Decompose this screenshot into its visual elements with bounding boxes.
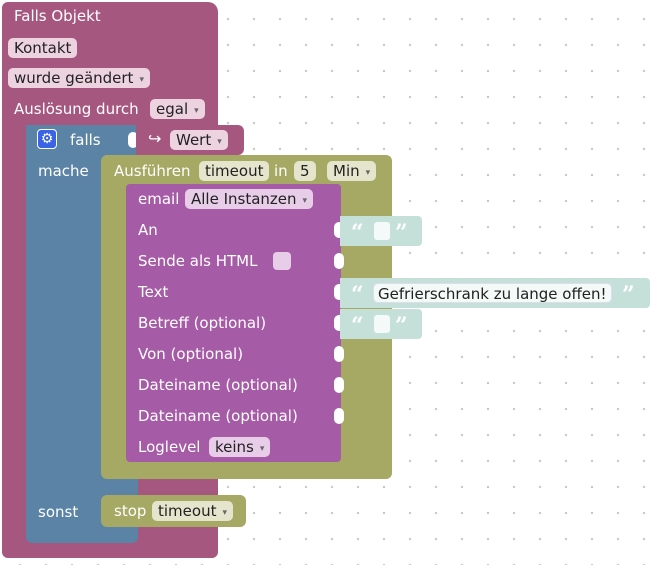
email-subject-notch	[334, 315, 344, 331]
chevron-down-icon: ▾	[365, 168, 371, 178]
email-html-label: Sende als HTML	[138, 252, 258, 270]
timeout-name-field[interactable]: timeout	[199, 161, 270, 181]
timeout-unit-value: Min	[333, 162, 360, 180]
arrow-icon: ↪	[148, 129, 162, 148]
email-text-label: Text	[138, 283, 169, 301]
email-from-label: Von (optional)	[138, 345, 244, 363]
if-block-input-notch	[128, 132, 138, 148]
do-label: mache	[38, 162, 89, 180]
stop-timeout-dropdown[interactable]: timeout ▾	[152, 501, 233, 521]
timeout-in-label: in	[274, 162, 288, 180]
email-to-notch	[334, 222, 344, 238]
email-to-label: An	[138, 221, 158, 239]
email-label: email	[138, 190, 180, 208]
condition-value: wurde geändert	[14, 69, 134, 87]
email-loglevel-dropdown[interactable]: keins ▾	[209, 437, 271, 457]
email-block[interactable]	[126, 184, 341, 462]
email-file1-notch	[334, 377, 344, 393]
quote-close-icon: ”	[395, 313, 408, 339]
trigger-by-label: Auslösung durch	[14, 100, 139, 118]
chevron-down-icon: ▾	[222, 508, 227, 518]
quote-close-icon: ”	[622, 282, 635, 308]
email-loglevel-label: Loglevel	[138, 438, 201, 456]
to-text-field[interactable]	[374, 222, 390, 240]
chevron-down-icon: ▾	[302, 196, 308, 206]
email-loglevel-value: keins	[215, 438, 254, 456]
email-file2-label: Dateiname (optional)	[138, 407, 298, 425]
email-subject-label: Betreff (optional)	[138, 314, 267, 332]
email-from-notch	[334, 346, 344, 362]
trigger-title: Falls Objekt	[14, 7, 101, 25]
timeout-amount-field[interactable]: 5	[294, 161, 316, 181]
timeout-label: Ausführen	[114, 162, 191, 180]
email-html-checkbox[interactable]	[273, 252, 291, 270]
object-id-field[interactable]: Kontakt	[8, 38, 78, 58]
trigger-by-dropdown[interactable]: egal ▾	[150, 99, 205, 119]
timeout-unit-dropdown[interactable]: Min ▾	[327, 161, 377, 181]
email-file1-label: Dateiname (optional)	[138, 376, 298, 394]
email-html-notch	[334, 253, 344, 269]
condition-dropdown[interactable]: wurde geändert ▾	[8, 68, 150, 88]
stop-timeout-value: timeout	[158, 502, 217, 520]
email-instance-dropdown[interactable]: Alle Instanzen ▾	[185, 189, 314, 209]
chevron-down-icon: ▾	[259, 444, 265, 454]
if-label: falls	[70, 131, 101, 149]
quote-close-icon: ”	[395, 220, 408, 246]
text-value-field[interactable]: Gefrierschrank zu lange offen!	[373, 283, 612, 303]
quote-open-icon: “	[351, 220, 364, 246]
subject-text-field[interactable]	[374, 315, 390, 333]
trigger-by-value: egal	[156, 100, 189, 118]
else-label: sonst	[38, 503, 79, 521]
email-text-notch	[334, 284, 344, 300]
gear-icon[interactable]: ⚙	[37, 129, 57, 149]
email-instance-value: Alle Instanzen	[191, 190, 297, 208]
chevron-down-icon: ▾	[194, 106, 199, 116]
quote-open-icon: “	[351, 313, 364, 339]
value-dropdown[interactable]: Wert ▾	[170, 130, 228, 150]
chevron-down-icon: ▾	[139, 75, 144, 85]
value-dropdown-value: Wert	[176, 131, 212, 149]
quote-open-icon: “	[351, 282, 364, 308]
chevron-down-icon: ▾	[217, 137, 222, 147]
stop-label: stop	[114, 502, 147, 520]
email-file2-notch	[334, 408, 344, 424]
